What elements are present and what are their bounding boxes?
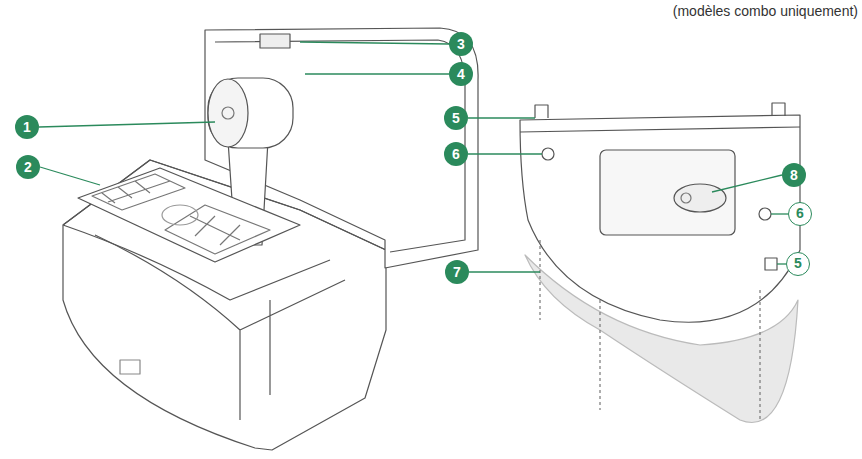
mop-valve (674, 184, 726, 212)
mop-window (600, 150, 735, 235)
callout-number: 5 (444, 106, 468, 130)
leader-lines (39, 42, 788, 272)
pad-guides (540, 240, 760, 420)
motor-body (208, 78, 293, 148)
lid-latch (260, 34, 290, 48)
callout-number: 6 (788, 202, 812, 226)
callout-number: 1 (15, 115, 39, 139)
filter-frame (78, 168, 300, 262)
callout-number: 6 (444, 142, 468, 166)
callout-number: 3 (449, 32, 473, 56)
filter-grid (92, 174, 270, 254)
bin-inner (95, 235, 345, 420)
bin-vent (120, 360, 140, 374)
filter-hole (162, 205, 198, 225)
note-text: (modèles combo uniquement) (673, 3, 858, 19)
callout-number: 2 (16, 155, 40, 179)
mop-plate-edge (520, 103, 800, 132)
callout-number: 8 (782, 163, 806, 187)
callout-number: 4 (449, 62, 473, 86)
motor-face (208, 79, 248, 147)
callout-number: 5 (786, 252, 810, 276)
callout-number: 7 (445, 260, 469, 284)
mop-pad (525, 255, 798, 423)
